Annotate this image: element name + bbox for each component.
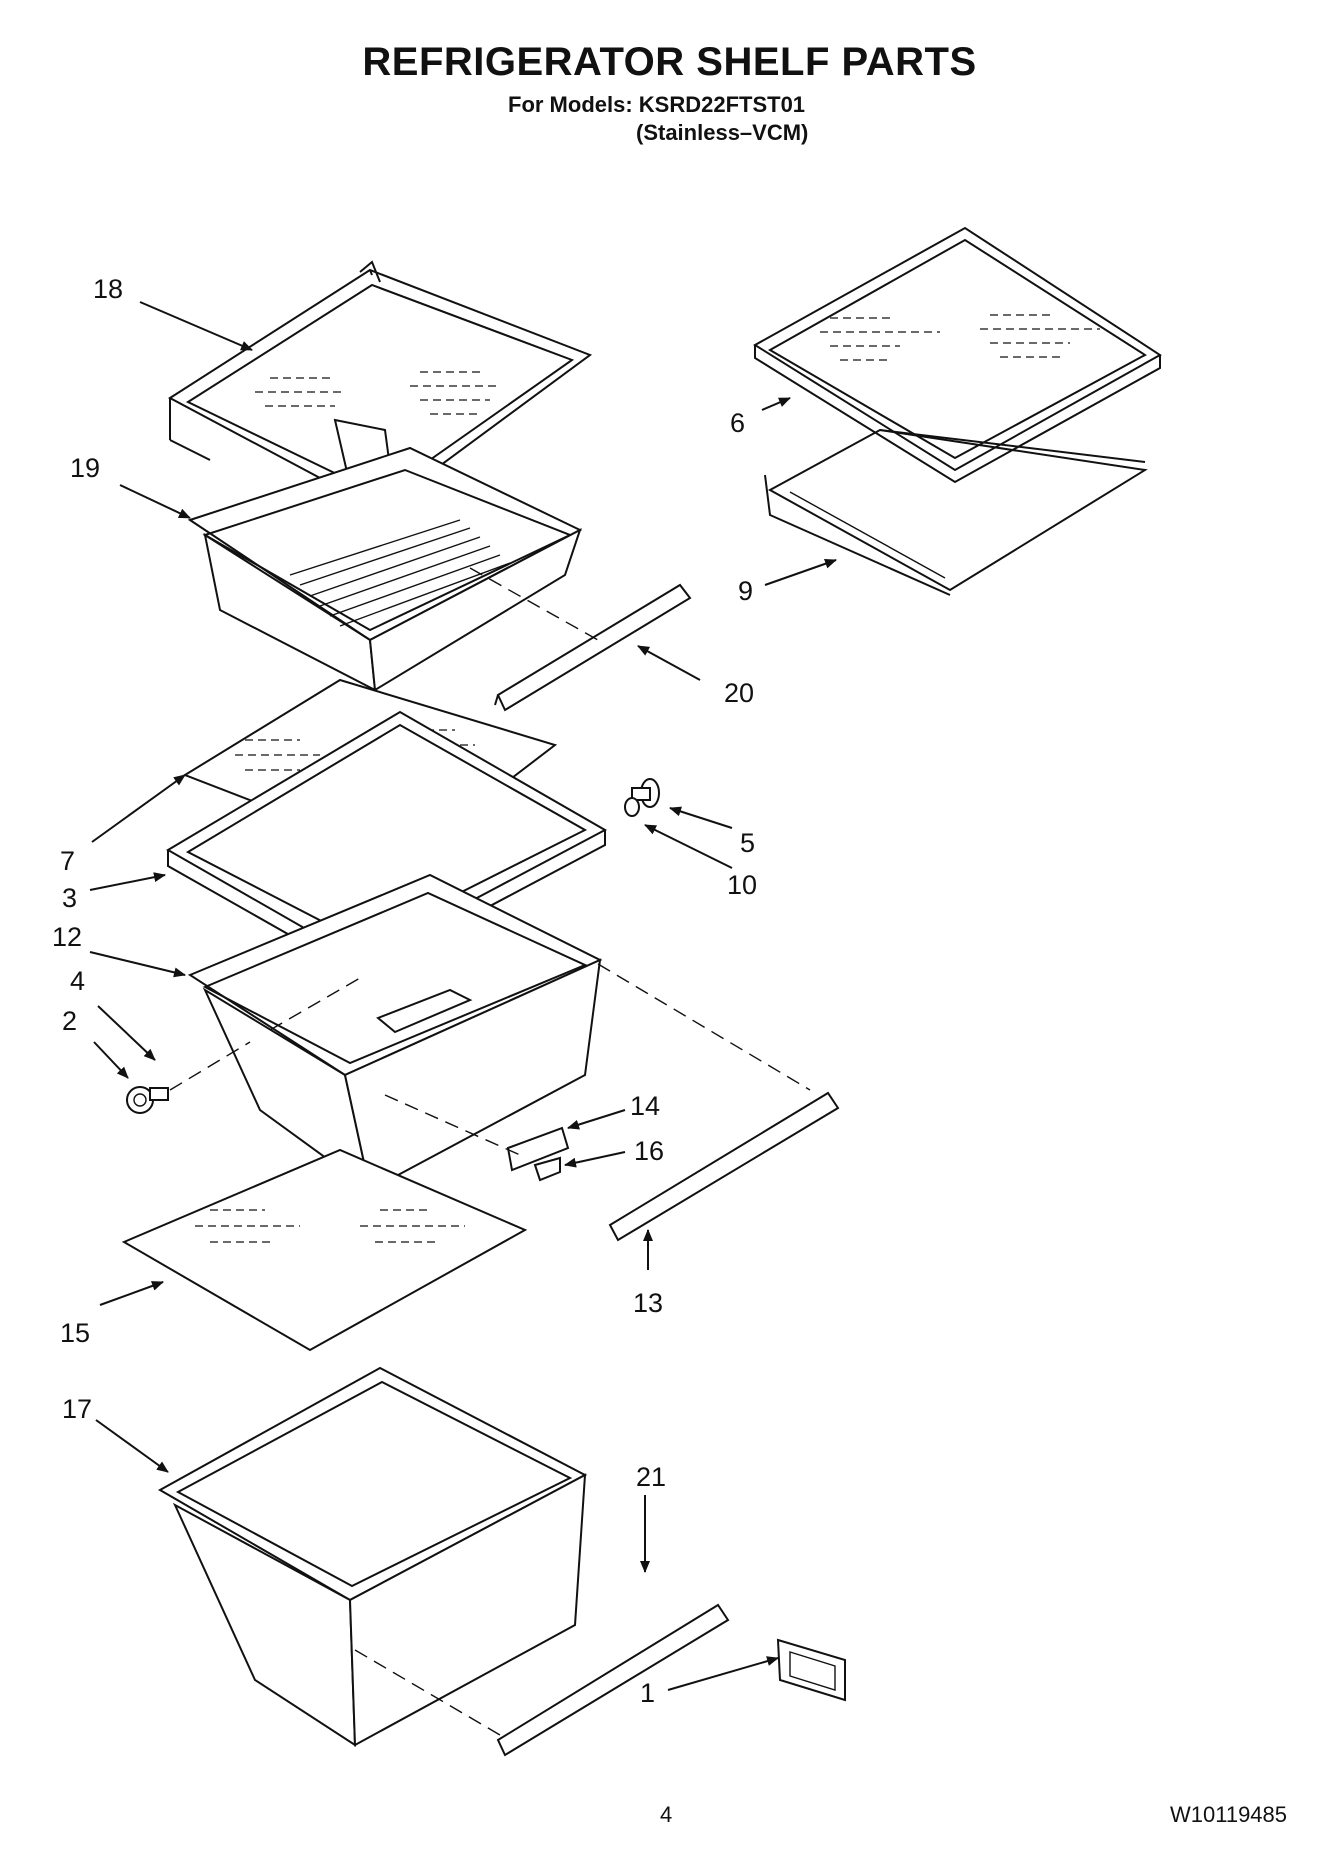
part-13-trim (608, 1091, 840, 1242)
part-15-glass-panel (121, 1148, 528, 1352)
callout-7: 7 (60, 846, 75, 876)
callout-17: 17 (62, 1394, 92, 1424)
callout-14: 14 (630, 1091, 660, 1121)
part-2-roller (126, 1086, 169, 1114)
callout-9: 9 (738, 576, 753, 606)
callout-arrows (89, 301, 837, 1691)
part-17-drawer (157, 1366, 588, 1747)
callout-1: 1 (640, 1678, 655, 1708)
callout-5: 5 (740, 828, 755, 858)
part-1-clip (776, 1638, 846, 1702)
page-number: 4 (660, 1802, 673, 1827)
callout-10: 10 (727, 870, 757, 900)
callout-15: 15 (60, 1318, 90, 1348)
callout-3: 3 (62, 883, 77, 913)
callout-18: 18 (93, 274, 123, 304)
page-title: REFRIGERATOR SHELF PARTS (362, 40, 977, 84)
models-line: For Models: KSRD22FTST01 (508, 92, 806, 117)
part-6-glass-shelf (753, 226, 1162, 484)
part-12-drawer (187, 873, 603, 1193)
callout-16: 16 (634, 1136, 664, 1166)
part-14-label-holder (506, 1126, 570, 1182)
callout-4: 4 (70, 966, 85, 996)
callout-19: 19 (70, 453, 100, 483)
callout-20: 20 (724, 678, 754, 708)
callout-6: 6 (730, 408, 745, 438)
document-number: W10119485 (1170, 1802, 1288, 1827)
part-21-trim (496, 1603, 730, 1757)
part-18-shelf-frame (168, 260, 593, 512)
callout-13: 13 (633, 1288, 663, 1318)
part-19-drawer (187, 446, 583, 692)
assembly-dash-lines (169, 567, 811, 1736)
callout-labels: 18 19 6 9 20 7 3 5 10 12 4 2 14 16 15 13… (52, 274, 757, 1708)
part-9-shelf-support (764, 428, 1148, 596)
part-20-trim (494, 583, 692, 712)
part-5-roller (624, 778, 660, 817)
callout-12: 12 (52, 922, 82, 952)
variant-line: (Stainless–VCM) (636, 120, 809, 145)
callout-2: 2 (62, 1006, 77, 1036)
callout-21: 21 (636, 1462, 666, 1492)
